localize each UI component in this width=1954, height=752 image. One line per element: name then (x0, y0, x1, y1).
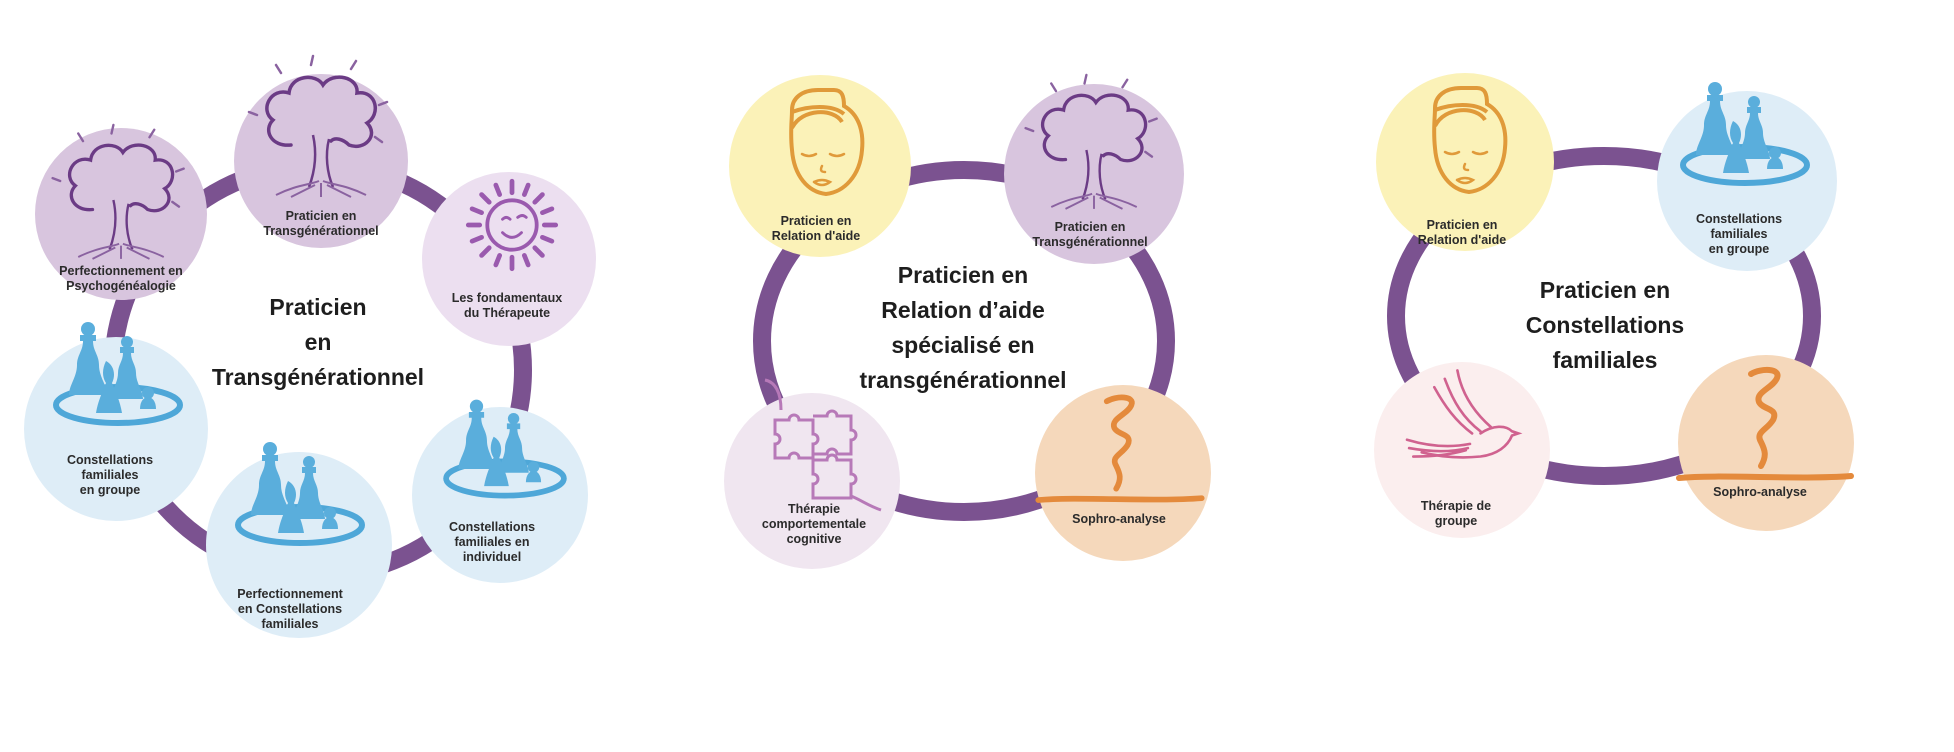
diagram-2-title: Praticien en Relation d’aide spécialisé … (859, 262, 1067, 393)
node-circle (1004, 73, 1184, 264)
node-circle (1678, 355, 1854, 531)
node-label: Praticien en Transgénérationnel (1032, 220, 1148, 249)
ring-connector (1387, 147, 1821, 485)
diagram-3-title: Praticien en Constellations familiales (1525, 277, 1685, 373)
node-circle (234, 54, 408, 248)
node-circle (35, 123, 207, 300)
node-label: Praticien en Transgénérationnel (263, 209, 379, 238)
node-label: Sophro-analyse (1713, 485, 1807, 499)
node-label: Sophro-analyse (1072, 512, 1166, 526)
diagram-1-title: Praticien en Transgénérationnel (211, 294, 425, 390)
node-label: Thérapie comportementale cognitive (761, 502, 867, 546)
node-label: Praticien en Relation d'aide (771, 214, 861, 243)
node-label: Perfectionnement en Constellations famil… (237, 587, 343, 631)
node-label: Constellations familiales en individuel (448, 520, 536, 564)
diagram-1-graphic (24, 54, 596, 638)
node-circle (206, 442, 392, 638)
diagram-2-graphic (724, 73, 1211, 569)
node-circle (1035, 385, 1211, 561)
ring-connector (753, 161, 1175, 521)
node-circle (1374, 362, 1550, 538)
node-circle (729, 75, 911, 257)
node-label: Thérapie de groupe (1420, 499, 1492, 528)
node-label: Les fondamentaux du Thérapeute (451, 291, 563, 320)
node-circle (1376, 73, 1554, 251)
node-circle (412, 400, 588, 583)
diagram-3-graphic (1374, 73, 1854, 538)
node-label: Praticien en Relation d'aide (1417, 218, 1507, 247)
node-circle (24, 322, 208, 521)
node-circle (1657, 82, 1837, 271)
node-label: Constellations familiales en groupe (1695, 212, 1783, 256)
node-circle (422, 172, 596, 346)
node-label: Constellations familiales en groupe (66, 453, 154, 497)
node-label: Perfectionnement en Psychogénéalogie (59, 264, 183, 293)
node-circle (724, 378, 900, 569)
